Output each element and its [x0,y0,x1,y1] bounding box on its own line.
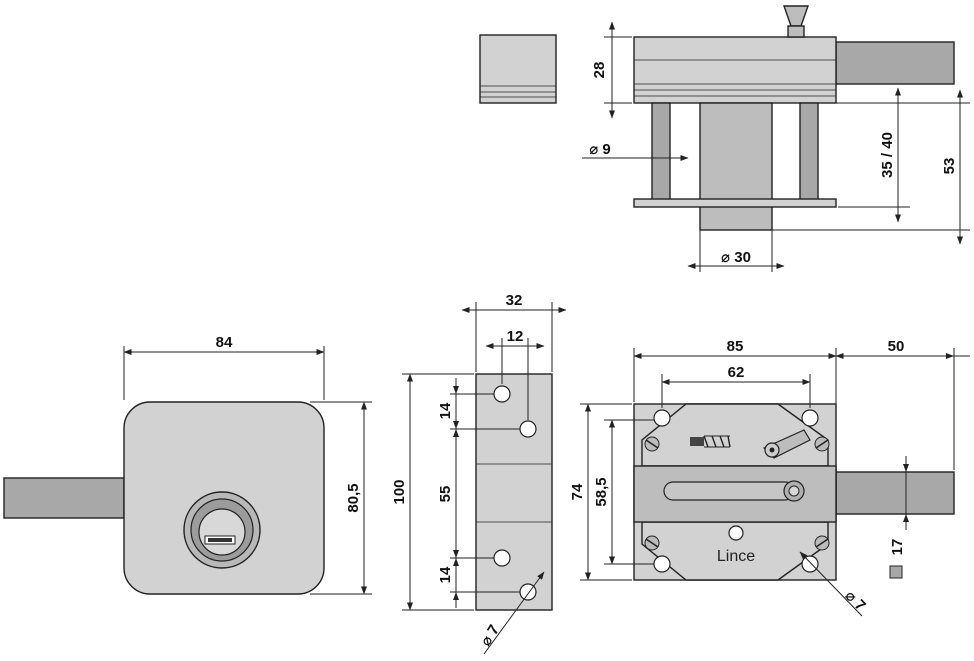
side-body [475,373,553,611]
pin-left [651,102,671,201]
bolt-section-icon [889,565,903,579]
brand-label: Lince [717,548,755,565]
cylinder-body [699,102,773,231]
back-hole-3 [653,555,671,573]
dim-back-height: 74 [569,483,586,500]
dim-side-middle: 55 [437,486,454,503]
dim-body-height: 35 / 40 [879,132,896,178]
dim-cylinder-diameter: ⌀ 30 [721,249,751,266]
side-view: 32 12 100 14 55 14 ⌀ 7 [391,292,567,655]
dim-side-height: 100 [391,479,408,504]
bolt-slot [663,481,795,501]
back-view: Lince 85 50 62 74 58,5 17 ⌀ 7 [569,338,970,617]
dim-side-width: 32 [506,292,523,309]
dim-front-width: 84 [216,334,233,351]
front-view: 84 80,5 [3,334,372,595]
dim-back-hole-vertical: 58,5 [593,477,610,506]
side-hole-2 [519,420,537,438]
dim-back-width: 85 [727,338,744,355]
spring-icon [690,435,731,448]
housing-top [633,36,837,104]
cylinder-icon [183,491,261,569]
back-bolt [835,471,955,515]
dim-front-height: 80,5 [345,483,362,512]
dim-side-hole-spacing: 12 [507,328,524,345]
dim-back-hole-spacing: 62 [728,364,745,381]
base-plate [633,198,837,208]
side-hole-3 [493,549,511,567]
dim-side-top-offset: 14 [437,402,454,419]
dim-bolt-throw: 50 [888,338,905,355]
lever-icon [762,429,811,459]
dim-side-hole-diameter: ⌀ 7 [477,622,503,649]
top-view: 28 ⌀ 9 35 / 40 53 ⌀ 30 [479,5,970,272]
dim-top-height: 28 [591,62,608,79]
screw-icon [644,436,830,551]
front-bolt [3,477,125,519]
back-hole-center [728,525,744,541]
dim-bolt-section: 17 [889,539,906,556]
back-hole-1 [653,409,671,427]
back-hole-2 [801,409,819,427]
knob [783,5,809,38]
dim-total-depth: 53 [941,158,958,175]
side-hole-1 [493,385,511,403]
back-hole-4 [801,555,819,573]
top-bolt [835,41,955,85]
end-cap [479,34,557,104]
pin-right [799,102,819,201]
dim-side-bottom-offset: 14 [437,566,454,583]
dim-pin-diameter: ⌀ 9 [589,141,611,158]
dim-back-hole-diameter: ⌀ 7 [842,587,869,614]
